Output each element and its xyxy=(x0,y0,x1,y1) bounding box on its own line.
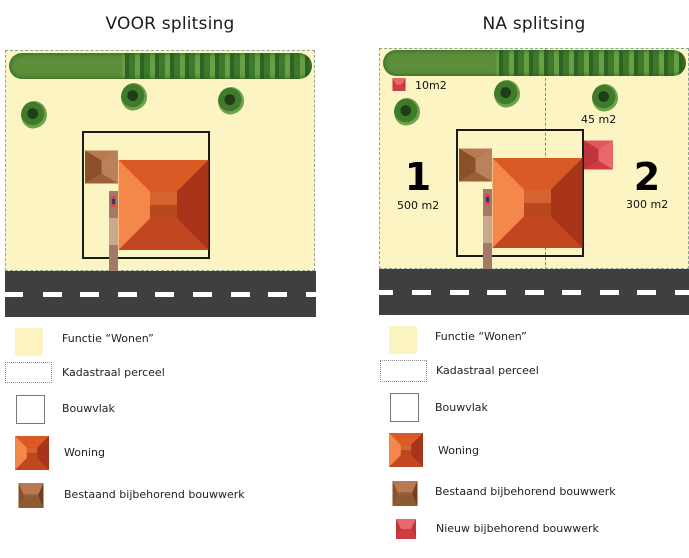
driveway-end xyxy=(109,245,118,271)
existing-annex xyxy=(459,141,492,189)
parcel-2-number: 2 xyxy=(633,155,661,199)
tree-icon xyxy=(494,80,520,108)
wonen-swatch xyxy=(15,328,43,356)
legend-label: Woning xyxy=(438,444,479,457)
bouwvlak-swatch xyxy=(16,395,45,424)
tree-icon xyxy=(121,83,147,111)
before-title: VOOR splitsing xyxy=(105,14,235,34)
legend-label: Woning xyxy=(64,446,105,459)
legend-label: Functie “Wonen” xyxy=(62,332,154,345)
new-annex-small xyxy=(387,78,411,91)
new-annex-large-label: 45 m2 xyxy=(581,113,617,126)
bestaand-swatch xyxy=(13,483,49,508)
bestaand-swatch xyxy=(387,481,423,506)
parcel-2-area: 300 m2 xyxy=(626,198,669,211)
legend-label: Bestaand bijbehorend bouwwerk xyxy=(435,485,616,498)
driveway xyxy=(109,191,118,271)
existing-annex xyxy=(85,143,118,191)
bouwvlak xyxy=(82,131,210,259)
hedge xyxy=(9,53,312,79)
tree-icon xyxy=(394,98,420,126)
nieuw-swatch xyxy=(387,519,425,539)
kadastraal-swatch xyxy=(380,360,427,382)
tree-icon xyxy=(218,87,244,115)
legend-label: Kadastraal perceel xyxy=(436,364,539,377)
bouwvlak-swatch xyxy=(390,393,419,422)
bouwvlak xyxy=(456,129,584,257)
legend-label: Kadastraal perceel xyxy=(62,366,165,379)
legend-label: Nieuw bijbehorend bouwwerk xyxy=(436,522,599,535)
tree-icon xyxy=(21,101,47,129)
tree-icon xyxy=(592,84,618,112)
house xyxy=(492,158,583,248)
legend-label: Bouwvlak xyxy=(62,402,115,415)
driveway-end xyxy=(483,243,492,269)
road xyxy=(5,271,316,317)
parcel-1-number: 1 xyxy=(404,155,432,199)
woning-swatch xyxy=(389,433,423,467)
new-annex-small-label: 10m2 xyxy=(415,79,447,92)
driveway xyxy=(483,189,492,269)
legend-label: Bestaand bijbehorend bouwwerk xyxy=(64,488,245,501)
kadastraal-swatch xyxy=(5,362,52,383)
legend-label: Bouwvlak xyxy=(435,401,488,414)
new-annex-large xyxy=(584,129,613,181)
car-icon xyxy=(485,194,490,205)
woning-swatch xyxy=(15,436,49,470)
house xyxy=(118,160,209,250)
hedge xyxy=(383,50,686,76)
parcel-1-area: 500 m2 xyxy=(397,199,440,212)
car-icon xyxy=(111,196,116,207)
after-title: NA splitsing xyxy=(482,14,586,34)
wonen-swatch xyxy=(389,326,417,354)
road xyxy=(379,269,689,315)
legend-label: Functie “Wonen” xyxy=(435,330,527,343)
